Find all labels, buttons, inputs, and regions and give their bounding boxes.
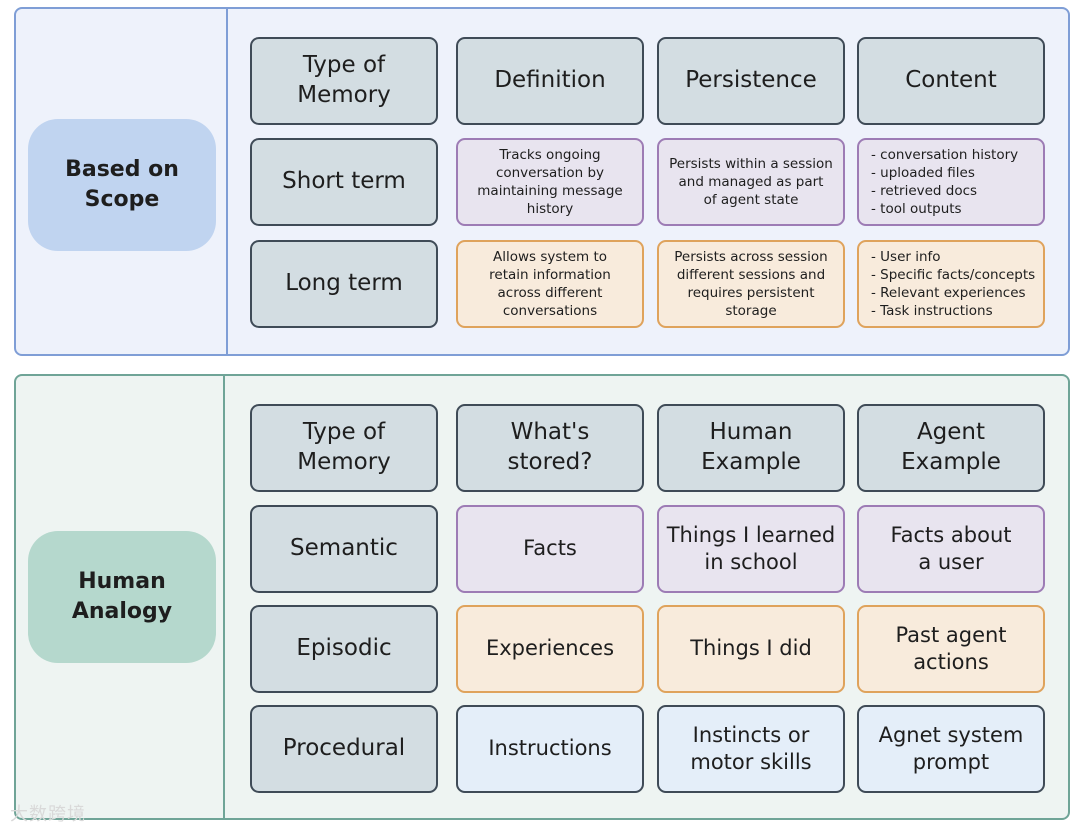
scope-header-persistence: Persistence [657,37,845,125]
scope-row-long-term-persistence: Persists across session different sessio… [657,240,845,328]
scope-row-short-term-type: Short term [250,138,438,226]
analogy-header-stored: What's stored? [456,404,644,492]
scope-row-long-term-content: - User info - Specific facts/concepts - … [857,240,1045,328]
analogy-row-procedural-type: Procedural [250,705,438,793]
analogy-row-semantic-agent: Facts about a user [857,505,1045,593]
scope-header-type: Type of Memory [250,37,438,125]
watermark-text: 大数跨境 [10,804,86,825]
analogy-header-human-example: Human Example [657,404,845,492]
analogy-panel: Human Analogy Type of Memory What's stor… [14,374,1070,820]
analogy-row-procedural-agent: Agnet system prompt [857,705,1045,793]
scope-divider [226,9,228,354]
analogy-row-procedural-human: Instincts or motor skills [657,705,845,793]
scope-row-long-term-definition: Allows system to retain information acro… [456,240,644,328]
scope-row-long-term-type: Long term [250,240,438,328]
scope-row-short-term-content: - conversation history - uploaded files … [857,138,1045,226]
analogy-row-procedural-stored: Instructions [456,705,644,793]
analogy-row-semantic-human: Things I learned in school [657,505,845,593]
analogy-header-type: Type of Memory [250,404,438,492]
analogy-row-episodic-stored: Experiences [456,605,644,693]
scope-panel: Based on Scope Type of Memory Definition… [14,7,1070,356]
analogy-divider [223,376,225,818]
scope-row-short-term-definition: Tracks ongoing conversation by maintaini… [456,138,644,226]
scope-row-short-term-persistence: Persists within a session and managed as… [657,138,845,226]
analogy-row-semantic-type: Semantic [250,505,438,593]
scope-header-content: Content [857,37,1045,125]
scope-category-label: Based on Scope [28,119,216,251]
analogy-category-label: Human Analogy [28,531,216,663]
analogy-header-agent-example: Agent Example [857,404,1045,492]
scope-header-definition: Definition [456,37,644,125]
analogy-row-episodic-human: Things I did [657,605,845,693]
analogy-row-episodic-agent: Past agent actions [857,605,1045,693]
analogy-row-episodic-type: Episodic [250,605,438,693]
analogy-row-semantic-stored: Facts [456,505,644,593]
